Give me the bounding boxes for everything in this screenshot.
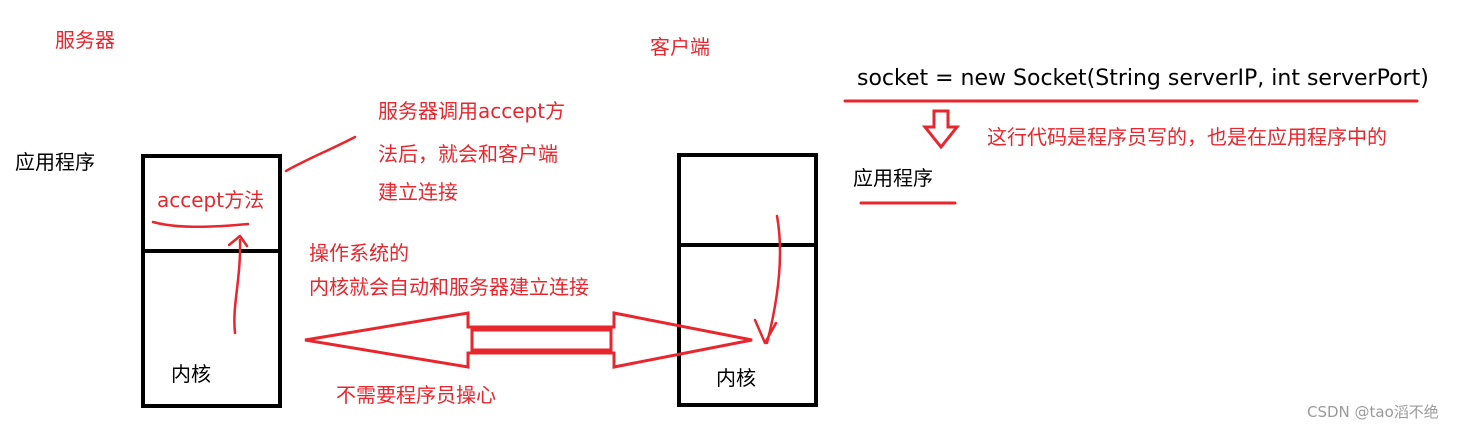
client-app-label: 应用程序 [853, 166, 933, 190]
server-title: 服务器 [55, 28, 115, 52]
client-box [677, 153, 818, 407]
code-note: 这行代码是程序员写的，也是在应用程序中的 [987, 125, 1387, 149]
client-kernel-label: 内核 [716, 366, 756, 390]
server-upward-arrow [233, 238, 242, 335]
os-note-line-1: 操作系统的 [309, 241, 409, 265]
accept-note-line-3: 建立连接 [378, 180, 458, 204]
code-to-app-arrow [921, 109, 961, 150]
arrow-shaft-inner [470, 328, 613, 352]
kernel-connection-arrow [304, 311, 753, 369]
server-upward-arrowhead [227, 234, 249, 248]
accept-method-label: accept方法 [157, 188, 265, 212]
accept-note-pointer [284, 135, 357, 173]
os-note-line-2: 内核就会自动和服务器建立连接 [309, 275, 589, 299]
server-kernel-label: 内核 [171, 362, 211, 386]
no-worry-note: 不需要程序员操心 [336, 383, 496, 407]
server-app-label: 应用程序 [15, 150, 95, 174]
accept-note-line-1: 服务器调用accept方 [378, 99, 566, 123]
accept-underline [151, 220, 250, 229]
server-box [141, 154, 282, 408]
client-downward-arrowhead [753, 318, 778, 345]
socket-code-line: socket = new Socket(String serverIP, int… [857, 66, 1429, 91]
watermark: CSDN @tao滔不绝 [1307, 403, 1439, 421]
client-downward-arrow [765, 214, 782, 345]
accept-note-line-2: 法后，就会和客户端 [378, 142, 558, 166]
client-title: 客户端 [650, 35, 710, 59]
